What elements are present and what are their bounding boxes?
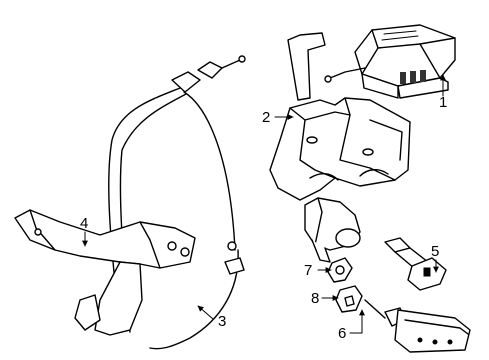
callout-4: 4	[80, 215, 88, 232]
callout-6: 6	[338, 325, 346, 342]
retainer-clip	[327, 257, 353, 283]
cruise-cable	[108, 55, 246, 350]
leader-lines	[82, 74, 446, 334]
pedal-bracket	[14, 209, 196, 336]
callout-7: 7	[304, 262, 312, 279]
control-module	[324, 24, 456, 99]
callout-8: 8	[311, 290, 319, 307]
callout-3: 3	[218, 313, 226, 330]
callout-1: 1	[439, 94, 447, 111]
grommet	[335, 285, 363, 313]
mounting-bracket	[269, 32, 411, 201]
callout-2: 2	[262, 109, 270, 126]
switch-connector	[364, 299, 471, 353]
callout-5: 5	[431, 243, 439, 260]
cruise-actuator	[304, 197, 361, 263]
